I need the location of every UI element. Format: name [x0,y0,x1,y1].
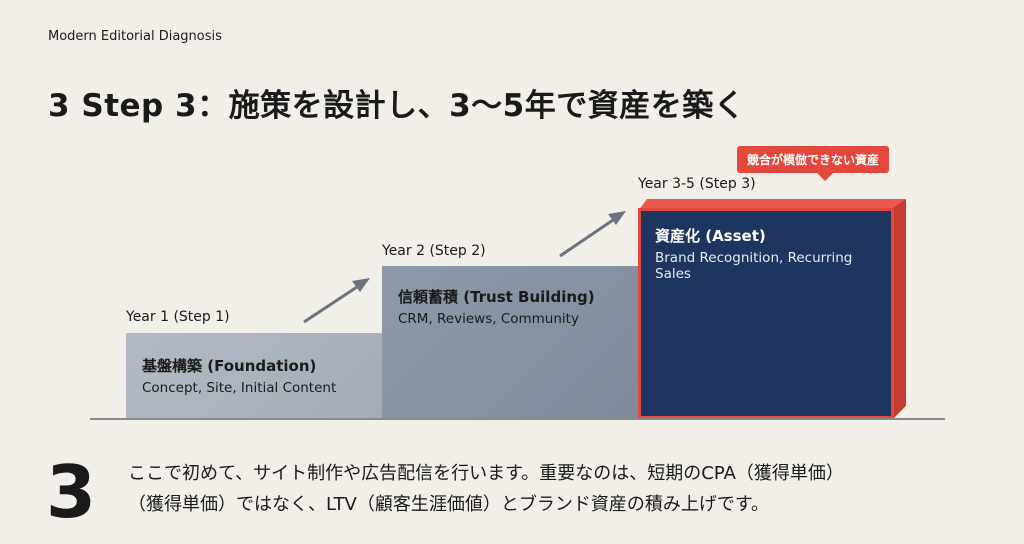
kicker-label: Modern Editorial Diagnosis [48,29,222,44]
step2-year: Year 2 (Step 2) [382,243,486,259]
step3-box-side [893,199,906,419]
step-number: 3 [46,450,97,534]
step2-subtitle: CRM, Reviews, Community [398,311,579,327]
step3-year: Year 3-5 (Step 3) [638,176,756,192]
body-line-2: （獲得単価）ではなく、LTV（顧客生涯価値）とブランド資産の積み上げです。 [128,494,770,515]
step3-title: 資産化 (Asset) [655,227,766,245]
baseline [90,418,945,420]
step1-year: Year 1 (Step 1) [126,309,230,325]
arrow-icon [559,211,626,258]
step2-box: 信頼蓄積 (Trust Building) CRM, Reviews, Comm… [382,266,638,419]
callout-badge: 競合が模倣できない資産 [737,146,890,181]
step1-title: 基盤構築 (Foundation) [142,357,317,375]
step1-subtitle: Concept, Site, Initial Content [142,380,337,396]
arrow-icon [303,278,370,324]
page-title: 3 Step 3：施策を設計し、3〜5年で資産を築く [48,88,746,124]
step3-subtitle: Brand Recognition, Recurring Sales [655,250,853,282]
body-line-1: ここで初めて、サイト制作や広告配信を行います。重要なのは、短期のCPA（獲得単価… [128,463,844,484]
step2-title: 信頼蓄積 (Trust Building) [398,288,595,306]
step3-box: 資産化 (Asset) Brand Recognition, Recurring… [638,208,894,419]
step1-box: 基盤構築 (Foundation) Concept, Site, Initial… [126,333,382,419]
